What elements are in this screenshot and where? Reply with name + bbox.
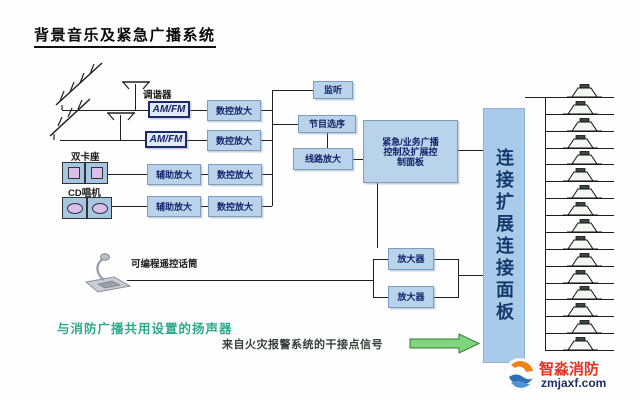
connector-line — [60, 140, 145, 141]
cassette-cell — [62, 162, 85, 184]
tuner-label: 调谐器 — [143, 90, 172, 101]
digital-amp-3[interactable]: 数控放大 — [208, 164, 262, 185]
connector-line — [458, 150, 483, 151]
connector-line — [262, 174, 272, 175]
brand-logo-icon — [504, 358, 536, 390]
program-sequencer-box[interactable]: 节目选序 — [298, 115, 356, 133]
cassette-window — [90, 167, 103, 179]
control-panel-line: 紧急/业务广播 — [382, 136, 439, 147]
speaker-icon — [561, 168, 599, 182]
fire-signal-note: 来自火灾报警系统的干接点信号 — [222, 339, 383, 351]
connector-line — [272, 124, 298, 125]
connector-line — [458, 275, 483, 276]
aux-amp-2[interactable]: 辅助放大 — [147, 196, 201, 217]
broadcast-control-panel-box[interactable]: 紧急/业务广播 控制及扩展控 制面板 — [363, 120, 458, 183]
speaker-icon — [565, 286, 603, 300]
speaker-icon — [561, 236, 599, 250]
brand-site[interactable]: zmjaxf.com — [541, 376, 607, 390]
aux-amp-1[interactable]: 辅助放大 — [147, 164, 201, 185]
connector-line — [120, 115, 121, 140]
digital-amp-2[interactable]: 数控放大 — [207, 130, 261, 151]
speaker-icon — [565, 320, 603, 334]
connector-line — [187, 140, 207, 141]
digital-amp-1[interactable]: 数控放大 — [207, 100, 261, 121]
connector-line — [62, 110, 148, 111]
connector-line — [525, 97, 545, 98]
green-arrow-icon — [409, 333, 481, 354]
connector-line — [434, 259, 458, 260]
speaker-icon — [561, 101, 599, 115]
cassette-window — [67, 167, 80, 179]
connector-line — [272, 90, 313, 91]
expansion-connection-panel[interactable]: 连接扩展连接面板 — [483, 108, 525, 363]
yagi-antenna-icon — [49, 98, 91, 140]
monitor-box[interactable]: 监听 — [313, 81, 353, 99]
cassette-label: 双卡座 — [71, 152, 100, 163]
amfm-tuner-2[interactable]: AM/FM — [145, 131, 187, 148]
connector-line — [190, 110, 207, 111]
cd-disc — [91, 202, 108, 214]
connector-line — [545, 97, 546, 350]
connector-line — [261, 140, 272, 141]
expansion-panel-label: 连接扩展连接面板 — [494, 147, 514, 324]
connector-line — [353, 159, 363, 160]
speaker-icon — [561, 135, 599, 149]
connector-line — [373, 259, 374, 298]
speaker-icon — [565, 253, 603, 267]
amplifier-2[interactable]: 放大器 — [388, 286, 434, 308]
brand-name: 智淼消防 — [539, 361, 600, 378]
connector-line — [272, 90, 273, 206]
connector-line — [373, 259, 388, 260]
amfm-tuner-1[interactable]: AM/FM — [148, 101, 190, 118]
connector-line — [108, 174, 147, 175]
connector-line — [377, 183, 378, 248]
connector-line — [262, 206, 272, 207]
cd-cell — [87, 197, 112, 219]
connector-line — [373, 297, 388, 298]
speaker-icon — [565, 185, 603, 199]
speaker-icon — [561, 303, 599, 317]
control-panel-line: 控制及扩展控 — [383, 146, 438, 157]
speaker-icon — [565, 151, 603, 165]
speaker-icon — [565, 84, 603, 98]
connector-line — [201, 174, 208, 175]
digital-amp-4[interactable]: 数控放大 — [208, 196, 262, 217]
cd-player-icon — [62, 197, 112, 219]
amplifier-1[interactable]: 放大器 — [388, 248, 434, 270]
line-amp-box[interactable]: 线路放大 — [293, 148, 353, 170]
page-title: 背景音乐及紧急广播系统 — [34, 24, 216, 48]
yagi-antenna-icon — [55, 62, 103, 110]
connector-line — [201, 206, 208, 207]
connector-line — [127, 280, 373, 281]
mic-label: 可编程遥控话筒 — [131, 259, 198, 270]
shared-speaker-note: 与消防广播共用设置的扬声器 — [57, 322, 233, 336]
cassette-deck-icon — [62, 162, 108, 184]
speaker-icon — [561, 202, 599, 216]
dipole-antenna-icon — [107, 112, 135, 121]
cd-cell — [62, 197, 87, 219]
speaker-icon — [565, 118, 603, 132]
control-panel-line: 制面板 — [396, 156, 424, 167]
connector-line — [261, 110, 272, 111]
connector-line — [112, 206, 147, 207]
speaker-icon — [561, 337, 599, 351]
connector-line — [458, 259, 459, 298]
cassette-cell — [85, 162, 108, 184]
dipole-antenna-icon — [122, 81, 150, 90]
cd-disc — [66, 202, 83, 214]
connector-line — [434, 297, 458, 298]
cd-player-label: CD唱机 — [68, 188, 101, 199]
connector-line — [327, 133, 328, 148]
speaker-icon — [565, 219, 603, 233]
paging-microphone-icon — [84, 253, 132, 293]
connector-line — [135, 84, 136, 110]
speaker-icon — [561, 270, 599, 284]
